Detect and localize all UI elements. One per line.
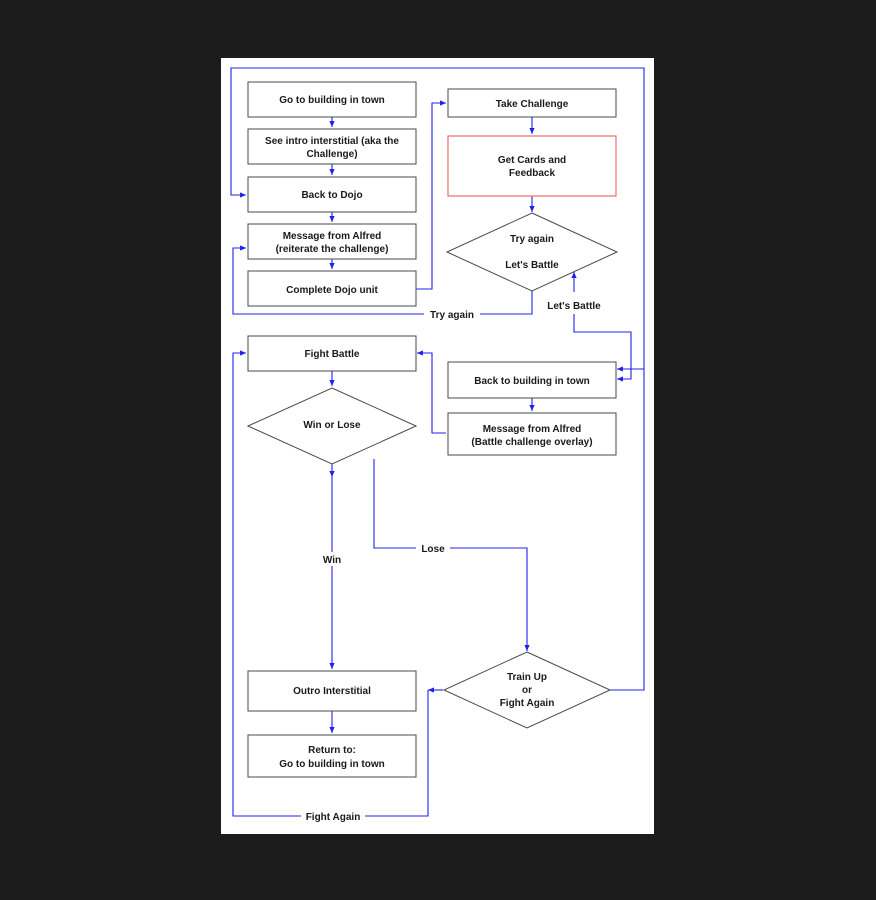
label-see-intro-1: See intro interstitial (aka the <box>265 136 399 147</box>
node-complete-dojo[interactable] <box>247 270 417 307</box>
label-back-to-building: Back to building in town <box>474 376 590 387</box>
edge-label-fight-again: Fight Again <box>306 812 361 823</box>
label-message-alfred-2-1: Message from Alfred <box>483 424 582 435</box>
edge-try-again <box>232 245 533 315</box>
edge-label-win: Win <box>323 555 341 566</box>
node-see-intro[interactable] <box>247 128 417 165</box>
edge-label-try-again: Try again <box>430 310 474 321</box>
label-get-cards-1: Get Cards and <box>498 155 566 166</box>
node-take-challenge[interactable] <box>447 88 617 118</box>
label-or: or <box>522 685 532 696</box>
label-win-or-lose: Win or Lose <box>303 420 361 431</box>
node-message-alfred-1[interactable] <box>247 223 417 260</box>
edge-label-lets-battle: Let's Battle <box>547 301 601 312</box>
node-back-to-dojo[interactable] <box>247 176 417 213</box>
node-get-cards[interactable] <box>447 135 617 197</box>
diagram-sheet: Go to building in town See intro interst… <box>221 58 654 834</box>
nodes <box>246 81 619 778</box>
label-back-to-dojo: Back to Dojo <box>301 190 362 201</box>
edge-message2-to-fight <box>417 350 446 434</box>
label-go-to-building: Go to building in town <box>279 95 385 106</box>
label-message-alfred-2-2: (Battle challenge overlay) <box>471 437 592 448</box>
edge-labels: Try again Let's Battle Win Lose Fight Ag… <box>301 299 606 823</box>
node-message-alfred-2[interactable] <box>447 412 617 456</box>
edge-complete-to-take-challenge <box>416 100 446 290</box>
label-fight-again-node: Fight Again <box>500 698 555 709</box>
edge-label-lose: Lose <box>421 544 445 555</box>
edge-lets-battle <box>573 314 632 382</box>
node-decision-train-fight[interactable] <box>442 651 612 729</box>
label-take-challenge: Take Challenge <box>496 99 569 110</box>
label-get-cards-2: Feedback <box>509 168 556 179</box>
label-train-up: Train Up <box>507 672 547 683</box>
node-return-to[interactable] <box>247 734 417 778</box>
node-go-to-building[interactable] <box>247 81 417 118</box>
label-message-alfred-1-1: Message from Alfred <box>283 231 382 242</box>
node-fight-battle[interactable] <box>247 335 417 372</box>
edge-fight-again <box>232 350 429 817</box>
node-decision-try-battle[interactable] <box>445 212 619 292</box>
label-return-to-1: Return to: <box>308 745 356 756</box>
node-back-to-building[interactable] <box>447 361 617 399</box>
edge-lose <box>373 459 530 651</box>
label-return-to-2: Go to building in town <box>279 759 385 770</box>
node-decision-win-lose[interactable] <box>246 387 418 465</box>
label-outro: Outro Interstitial <box>293 686 371 697</box>
node-outro[interactable] <box>247 670 417 712</box>
label-decision-try: Try again <box>510 234 554 245</box>
node-labels: Go to building in town See intro interst… <box>265 95 593 770</box>
label-message-alfred-1-2: (reiterate the challenge) <box>276 244 389 255</box>
label-see-intro-2: Challenge) <box>306 149 357 160</box>
label-fight-battle: Fight Battle <box>305 349 360 360</box>
label-complete-dojo: Complete Dojo unit <box>286 285 378 296</box>
edge-train-up-loop <box>230 67 645 691</box>
flowchart: Go to building in town See intro interst… <box>230 67 645 823</box>
label-decision-battle: Let's Battle <box>505 260 559 271</box>
edges <box>230 67 645 817</box>
